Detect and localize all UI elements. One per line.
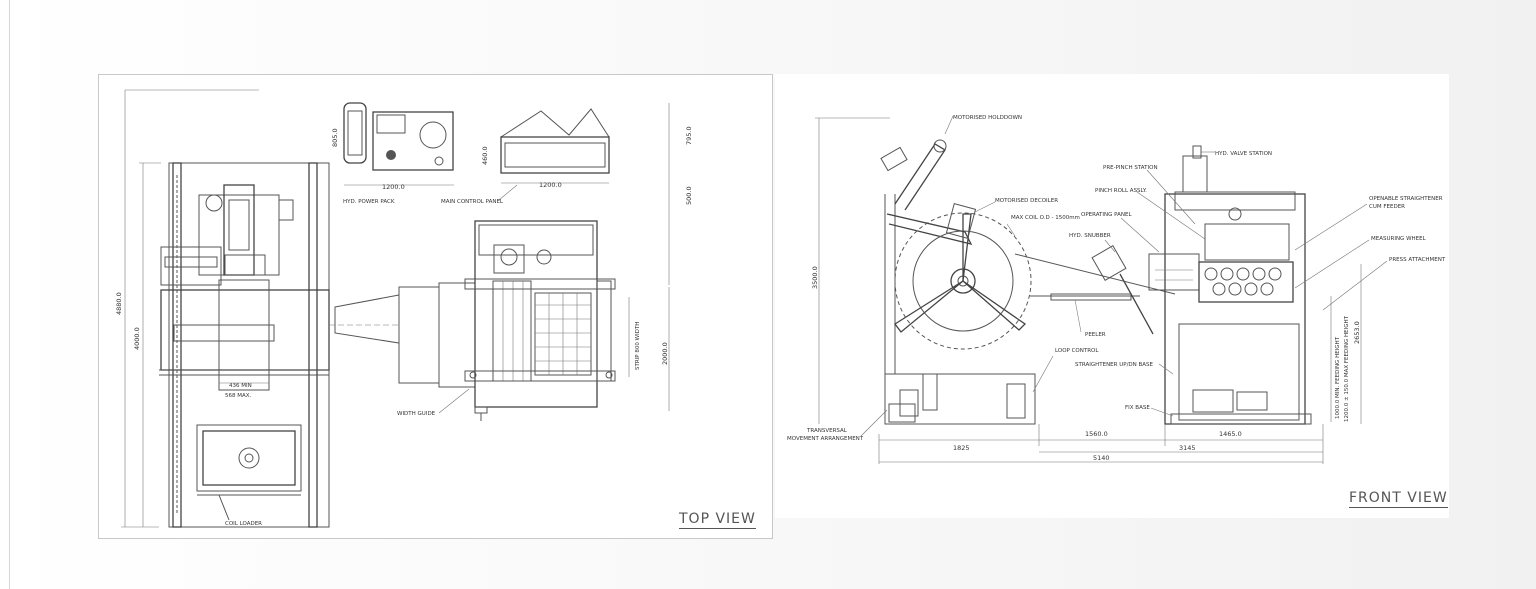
label-operating-panel: OPERATING PANEL xyxy=(1081,212,1132,218)
dim-1825: 1825 xyxy=(953,444,970,452)
dim-500: 500.0 xyxy=(685,186,693,205)
label-568-max: 568 MAX. xyxy=(225,393,252,399)
label-pinch-roll-assly: PINCH ROLL ASSLY. xyxy=(1095,188,1147,194)
label-pre-pinch-station: PRE-PINCH STATION xyxy=(1103,165,1158,171)
label-hyd-valve-station: HYD. VALVE STATION xyxy=(1215,151,1272,157)
label-cum-feeder: CUM FEEDER xyxy=(1369,204,1405,210)
label-press-attachment: PRESS ATTACHMENT xyxy=(1389,257,1446,263)
top-view-drawing: 4880.0 4000.0 436 MIN 568 MAX. COIL LOAD… xyxy=(98,74,773,539)
dim-1560: 1560.0 xyxy=(1085,430,1108,438)
dim-4000: 4000.0 xyxy=(133,327,141,350)
label-fix-base: FIX BASE xyxy=(1125,405,1150,411)
label-main-control-panel: MAIN CONTROL PANEL xyxy=(441,199,504,205)
label-max-coil: MAX COIL O.D - 1500mm xyxy=(1011,215,1080,221)
left-edge-divider xyxy=(9,0,10,589)
label-hyd-snubber: HYD. SNUBBER xyxy=(1069,233,1111,239)
dim-2653: 2653.0 xyxy=(1353,321,1361,344)
dim-460: 460.0 xyxy=(481,146,489,165)
dim-795: 795.0 xyxy=(685,126,693,145)
dim-1200-a: 1200.0 xyxy=(382,183,405,191)
label-loop-control: LOOP CONTROL xyxy=(1055,348,1099,354)
dim-805: 805.0 xyxy=(331,128,339,147)
dim-3500: 3500.0 xyxy=(811,266,819,289)
label-openable-straightener: OPENABLE STRAIGHTENER xyxy=(1369,196,1443,202)
front-view-title: FRONT VIEW xyxy=(1349,490,1448,508)
label-motorised-decoiler: MOTORISED DECOILER xyxy=(995,198,1058,204)
label-strip-width: STRIP 800 WIDTH xyxy=(635,322,641,370)
label-min-feeding-height: 1000.0 MIN. FEEDING HEIGHT xyxy=(1335,336,1341,419)
label-motorised-holddown: MOTORISED HOLDDOWN xyxy=(953,115,1022,121)
front-view-drawing: 3500.0 MOTORISED HOLDDOWN MOTORISED DECO… xyxy=(775,74,1449,518)
dim-5140: 5140 xyxy=(1093,454,1110,462)
dim-1200-b: 1200.0 xyxy=(539,181,562,189)
dim-4880: 4880.0 xyxy=(115,292,123,315)
label-coil-loader: COIL LOADER xyxy=(225,521,262,527)
label-width-guide: WIDTH GUIDE xyxy=(397,411,436,417)
label-straightener-updn-base: STRAIGHTENER UP/DN BASE xyxy=(1075,362,1154,368)
dim-3145: 3145 xyxy=(1179,444,1196,452)
label-436-min: 436 MIN xyxy=(229,383,252,389)
label-hyd-power-pack: HYD. POWER PACK xyxy=(343,199,395,205)
label-max-feeding-height: 1200.0 ± 150.0 MAX FEEDING HEIGHT xyxy=(1344,315,1350,422)
label-measuring-wheel: MEASURING WHEEL xyxy=(1371,236,1427,242)
top-view-svg: 4880.0 4000.0 436 MIN 568 MAX. COIL LOAD… xyxy=(115,89,693,528)
dim-1465: 1465.0 xyxy=(1219,430,1242,438)
dim-2000: 2000.0 xyxy=(661,342,669,365)
front-view-svg: 3500.0 MOTORISED HOLDDOWN MOTORISED DECO… xyxy=(787,115,1446,464)
top-view-title: TOP VIEW xyxy=(679,511,756,529)
label-transversal: TRANSVERSAL xyxy=(806,428,848,434)
label-peeler: PEELER xyxy=(1085,332,1106,338)
label-movement-arrangement: MOVEMENT ARRANGEMENT xyxy=(787,436,864,442)
